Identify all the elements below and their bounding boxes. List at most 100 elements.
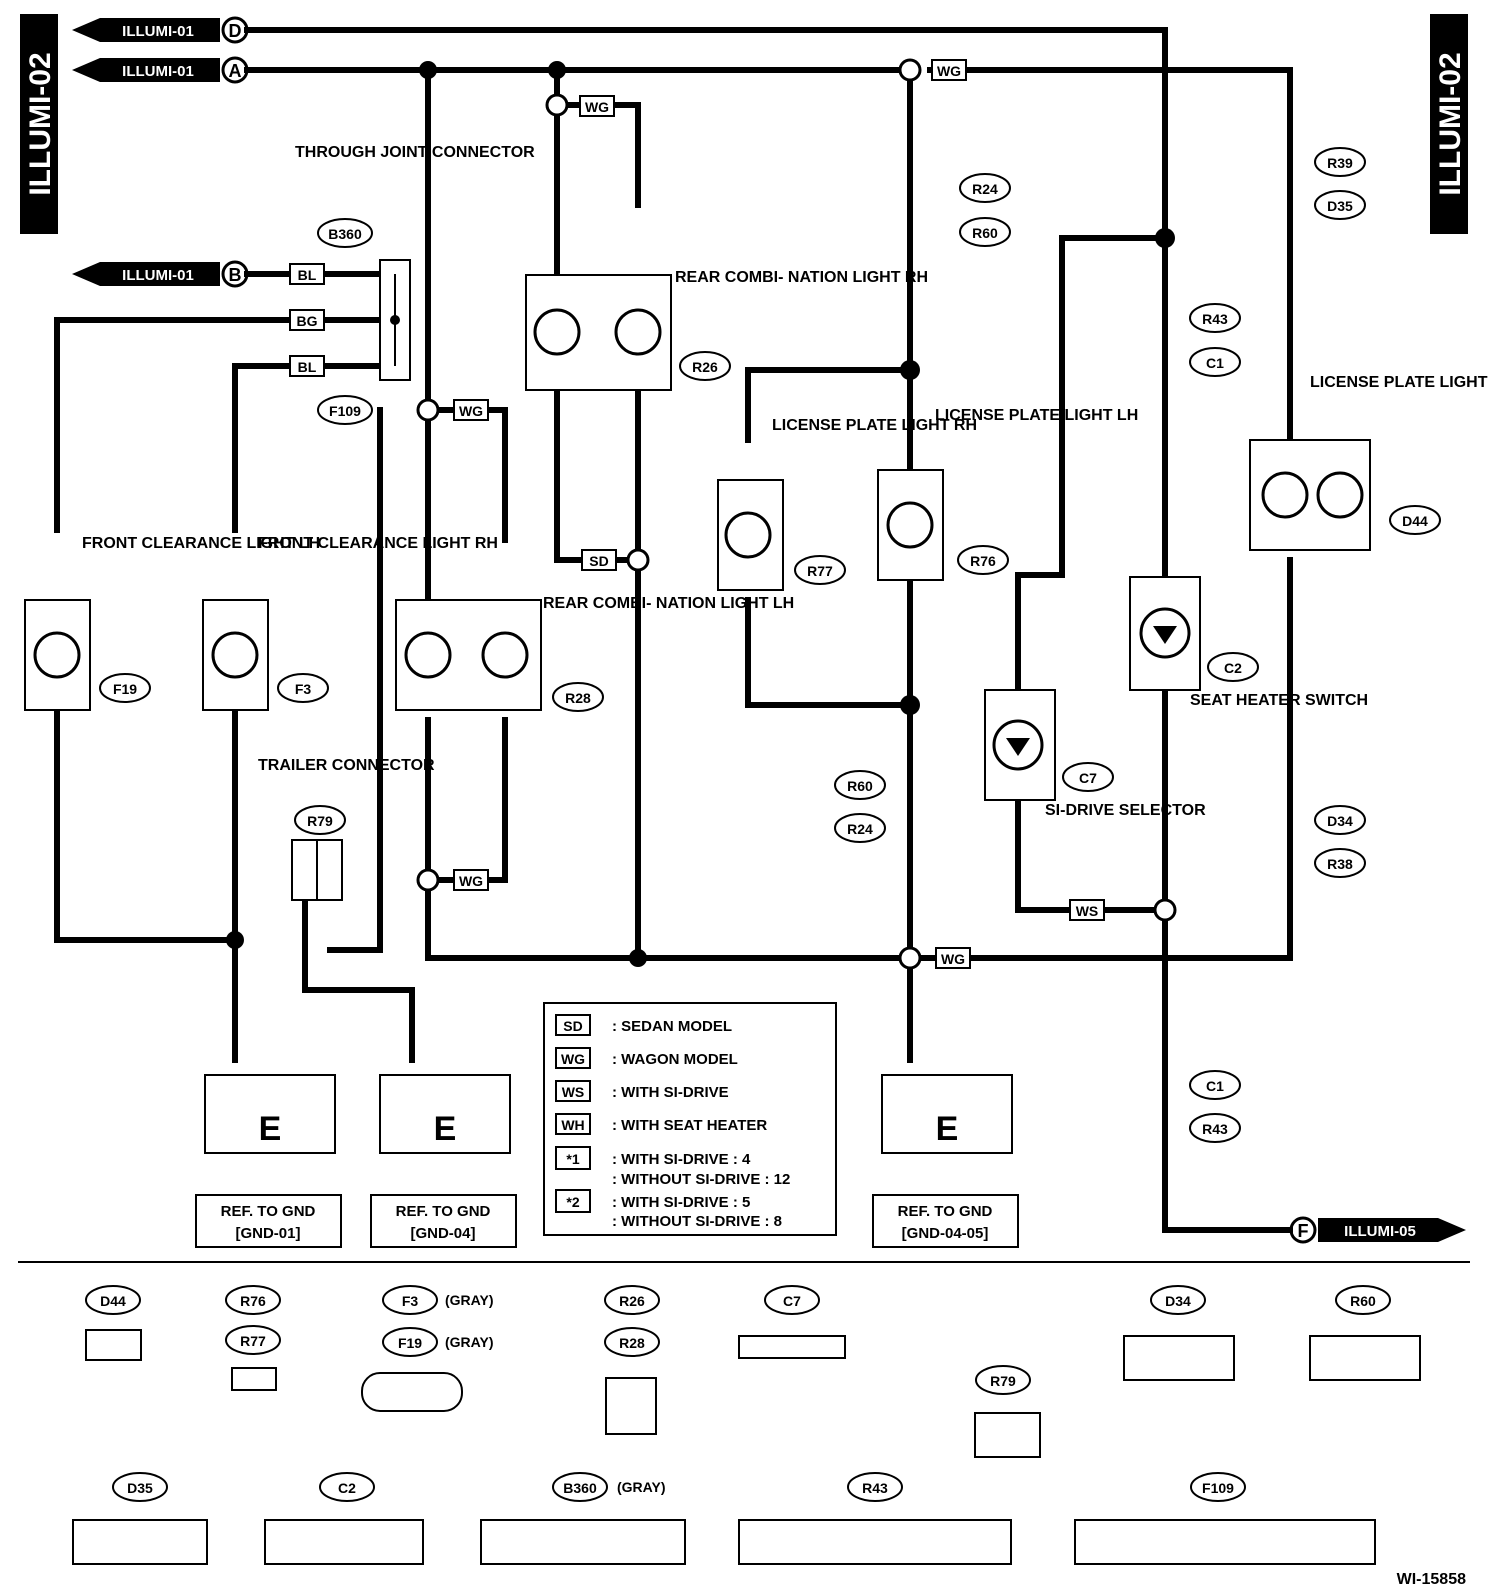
svg-text:ILLUMI-01: ILLUMI-01 [122,267,194,284]
switch-c7[interactable] [984,689,1056,801]
svg-text:B360: B360 [328,226,362,242]
svg-text:REF. TO GND: REF. TO GND [898,1203,993,1220]
svg-text:WG: WG [459,403,483,419]
conn-r43[interactable]: R43 [1189,1113,1241,1143]
svg-text:B360: B360 [563,1480,597,1496]
conn-b360[interactable]: B360 [317,218,373,248]
svg-text:: SEDAN MODEL: : SEDAN MODEL [612,1018,732,1035]
lamp-r77[interactable] [717,479,784,591]
page-ref-illumi01-b[interactable]: ILLUMI-01 B [72,260,249,288]
view-c2[interactable]: C2 [264,1472,424,1565]
svg-text:R60: R60 [972,225,998,241]
switch-c2[interactable] [1129,576,1201,691]
view-r76[interactable]: R76 [225,1285,281,1315]
svg-text:D35: D35 [1327,198,1353,214]
view-d44[interactable]: D44 [85,1285,142,1361]
conn-c1[interactable]: C1 [1189,347,1241,377]
conn-d44[interactable]: D44 [1389,505,1441,535]
legend-row-ws: WS : WITH SI-DRIVE [555,1080,729,1102]
svg-text:R43: R43 [1202,311,1228,327]
svg-text:F3: F3 [402,1293,419,1309]
conn-r39[interactable]: R39 [1314,147,1366,177]
conn-c2[interactable]: C2 [1207,652,1259,682]
lamp-f19[interactable] [24,599,91,711]
svg-text:WS: WS [562,1084,585,1100]
svg-text:REF. TO GND: REF. TO GND [396,1203,491,1220]
conn-r60[interactable]: R60 [959,217,1011,247]
label-through-joint: THROUGH JOINT CONNECTOR [295,144,535,161]
svg-text:(GRAY): (GRAY) [445,1334,494,1350]
legend: SD : SEDAN MODEL WG : WAGON MODEL WS : W… [543,1002,837,1236]
ground-gnd04: E REF. TO GND [GND-04] [370,1074,517,1248]
label-sidrive: SI-DRIVE SELECTOR [1045,802,1206,819]
conn-r79[interactable]: R79 [294,805,346,835]
label-lp: LICENSE PLATE LIGHT [1310,374,1488,391]
svg-text:F: F [1298,1221,1309,1241]
svg-text:BL: BL [298,267,317,283]
conn-r28[interactable]: R28 [552,682,604,712]
conn-r60[interactable]: R60 [834,770,886,800]
svg-text:C1: C1 [1206,1078,1224,1094]
lamp-d44[interactable] [1249,439,1371,551]
svg-text:WG: WG [459,873,483,889]
wire-tag-ws: WS [1069,899,1105,921]
page-ref-illumi01-a[interactable]: ILLUMI-01 A [72,56,249,84]
view-f3[interactable]: F3 (GRAY) [382,1285,494,1315]
conn-c1[interactable]: C1 [1189,1070,1241,1100]
page-ref-illumi05-f[interactable]: F ILLUMI-05 [1289,1216,1466,1244]
svg-text:: WITH SEAT HEATER: : WITH SEAT HEATER [612,1117,767,1134]
svg-text:E: E [259,1110,282,1148]
wire-tag-wg: WG [453,399,489,421]
conn-r77[interactable]: R77 [794,555,846,585]
trailer-connector-r79[interactable] [291,839,343,901]
lamp-r26[interactable] [525,274,672,391]
conn-r26[interactable]: R26 [679,351,731,381]
page-ref-illumi01-d[interactable]: ILLUMI-01 D [72,16,249,44]
conn-f19[interactable]: F19 [99,673,151,703]
svg-text:*1: *1 [566,1151,579,1167]
view-f19[interactable]: F19(GRAY) [361,1327,494,1412]
svg-text:R24: R24 [972,181,998,197]
view-d35[interactable]: D35 [72,1472,208,1565]
legend-row-star2: *2 : WITH SI-DRIVE : 5 : WITHOUT SI-DRIV… [555,1189,782,1230]
svg-text:ILLUMI-01: ILLUMI-01 [122,23,194,40]
connector-ids: B360 F109 F19 F3 R79 R26 R28 R24 R60 R60… [99,147,1441,1143]
conn-r24[interactable]: R24 [834,813,886,843]
wire-tags: WG WG WG WG WG SD WS BL BG BL [289,59,1105,969]
svg-text:(GRAY): (GRAY) [445,1292,494,1308]
svg-text:R76: R76 [970,553,996,569]
svg-text:D34: D34 [1327,813,1353,829]
lamp-f3[interactable] [202,599,269,711]
conn-r38[interactable]: R38 [1314,848,1366,878]
svg-text:WG: WG [941,951,965,967]
lamp-r28[interactable] [395,599,542,711]
conn-r43[interactable]: R43 [1189,303,1241,333]
view-r60[interactable]: R60 [1309,1285,1421,1381]
conn-c7[interactable]: C7 [1062,762,1114,792]
conn-d35[interactable]: D35 [1314,190,1366,220]
svg-text:D44: D44 [100,1293,126,1309]
view-r77[interactable]: R77 [225,1325,281,1391]
view-d34[interactable]: D34 [1123,1285,1235,1381]
svg-text:ILLUMI-02: ILLUMI-02 [1434,52,1467,195]
component-labels: THROUGH JOINT CONNECTOR FRONT CLEARANCE … [82,144,1488,819]
label-rclh: REAR COMBI- NATION LIGHT LH [543,595,794,612]
conn-d34[interactable]: D34 [1314,805,1366,835]
svg-text:D44: D44 [1402,513,1428,529]
svg-text:: WITH SI-DRIVE: : WITH SI-DRIVE [612,1084,729,1101]
conn-f3[interactable]: F3 [277,673,329,703]
wire-tag-wg: WG [453,869,489,891]
svg-text:C1: C1 [1206,355,1224,371]
svg-text:B: B [229,265,242,285]
conn-f109[interactable]: F109 [317,395,373,425]
conn-r76[interactable]: R76 [957,545,1009,575]
view-r79[interactable]: R79 [974,1365,1041,1458]
view-r43[interactable]: R43 [738,1472,1012,1565]
lamp-r76[interactable] [877,469,944,581]
view-b360[interactable]: B360(GRAY) [480,1472,686,1565]
conn-r24[interactable]: R24 [959,173,1011,203]
view-f109[interactable]: F109 [1074,1472,1376,1565]
view-c7[interactable]: C7 [738,1285,846,1359]
